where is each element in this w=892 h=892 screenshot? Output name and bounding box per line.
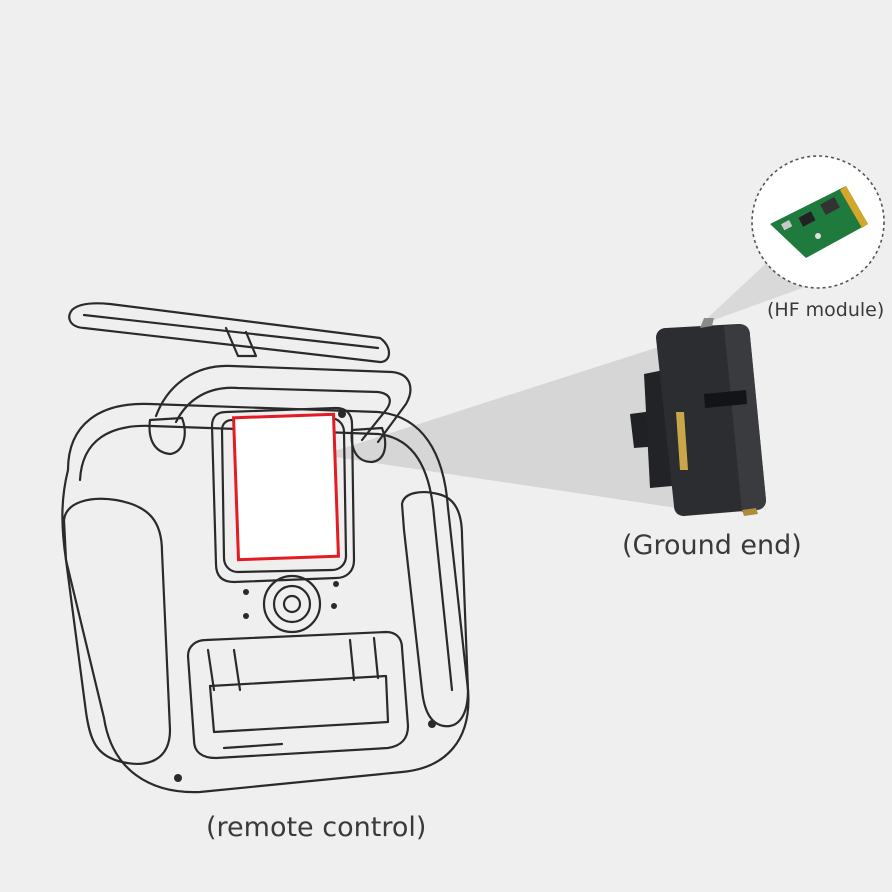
remote-control-drawing [61, 302, 470, 794]
ground-end-module [630, 318, 766, 516]
hf-module-pcb [770, 186, 868, 258]
remote-control-details [174, 410, 436, 782]
projection-beam-ground [322, 345, 690, 510]
ground-end-label: (Ground end) [622, 530, 802, 561]
hf-module-inset [751, 155, 885, 289]
module-bay-highlight [232, 412, 340, 562]
remote-control-label: (remote control) [206, 812, 427, 843]
hf-module-label: (HF module) [767, 299, 885, 321]
